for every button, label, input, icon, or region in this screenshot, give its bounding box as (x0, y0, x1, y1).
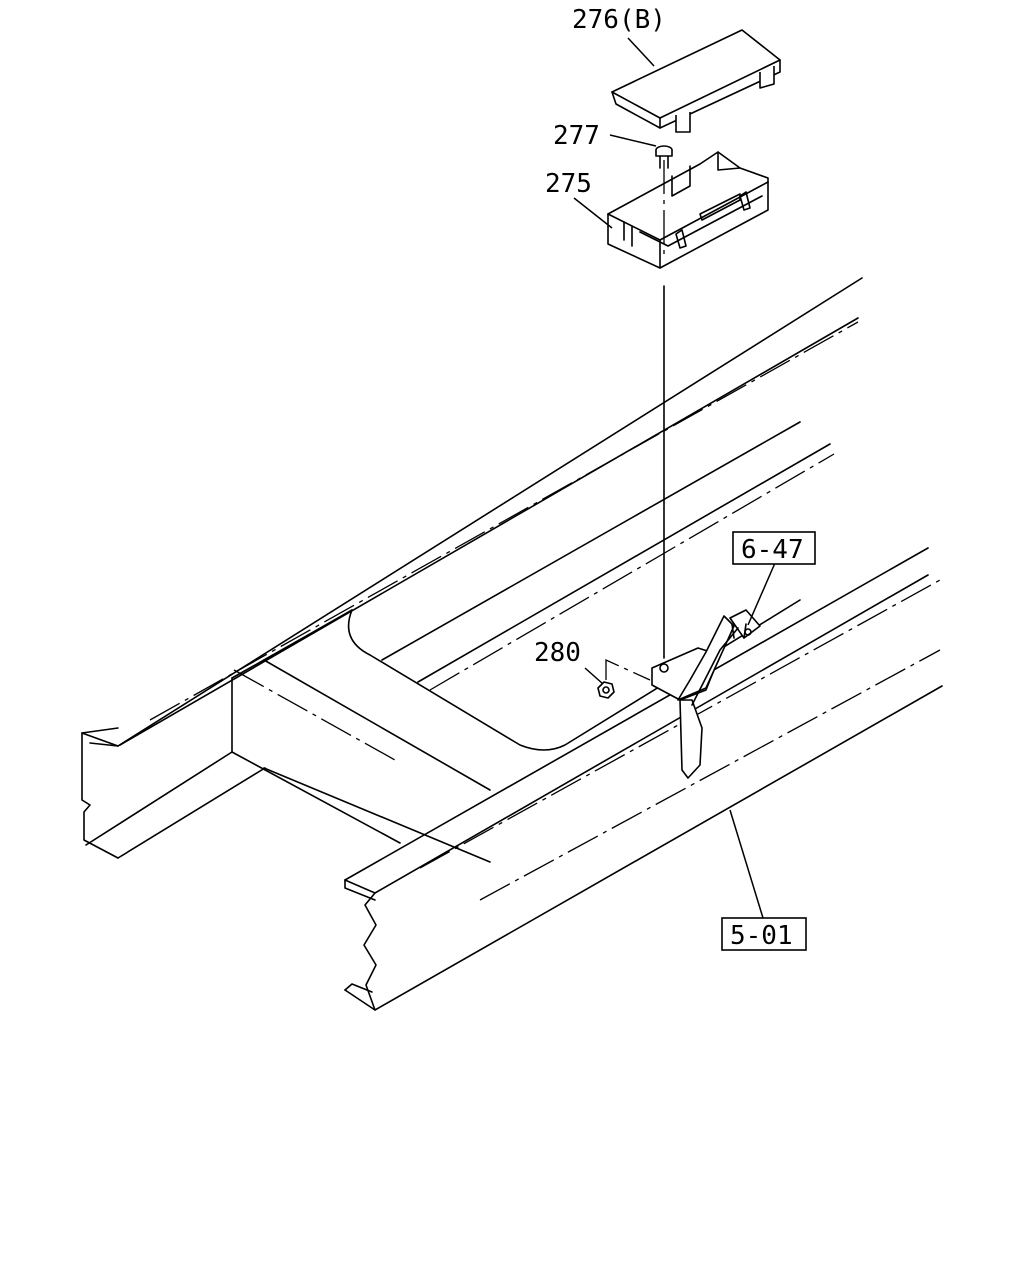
part-276-cover (611, 29, 781, 133)
callout-277: 277 (553, 121, 600, 151)
cross-member (231, 421, 835, 863)
callout-276b: 276(B) (572, 5, 666, 35)
leader-lines (573, 37, 776, 919)
reference-label-5-01: 5-01 (730, 921, 793, 951)
assembly-lines (605, 160, 665, 681)
reference-box-6-47[interactable]: 6-47 (732, 531, 816, 565)
right-side-rail (344, 547, 943, 1011)
left-side-rail (81, 277, 863, 859)
reference-box-5-01[interactable]: 5-01 (721, 917, 807, 951)
part-280-nut (597, 681, 615, 699)
callout-280: 280 (534, 638, 581, 668)
callout-275: 275 (545, 169, 592, 199)
bracket-6-47 (651, 609, 761, 779)
part-275-tray (607, 151, 769, 269)
part-277-bolt (655, 145, 673, 169)
reference-label-6-47: 6-47 (741, 535, 804, 565)
